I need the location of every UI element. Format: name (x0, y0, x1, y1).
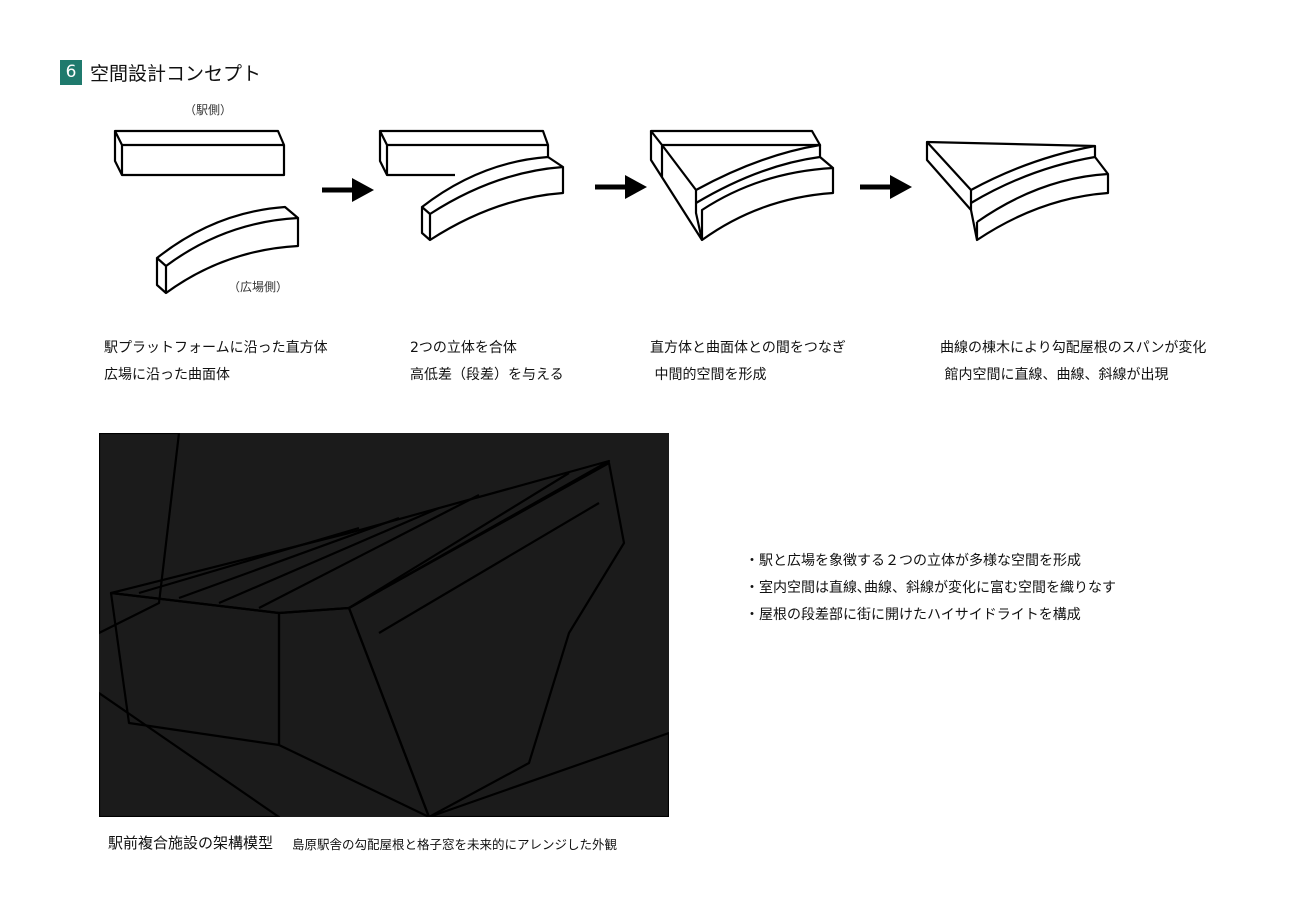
section-number-badge: 6 (60, 60, 82, 85)
label-station-side: （駅側） (184, 103, 233, 117)
caption-step-3: 直方体と曲面体との間をつなぎ 中間的空間を形成 (650, 335, 846, 389)
caption-line: 広場に沿った曲面体 (104, 367, 230, 383)
arrow-icon (860, 175, 912, 199)
caption-line: 2つの立体を合体 (410, 340, 517, 356)
point-item: ・屋根の段差部に街に開けたハイサイドライトを構成 (745, 607, 1081, 623)
caption-line: 高低差（段差）を与える (410, 367, 564, 383)
caption-line: 中間的空間を形成 (650, 367, 767, 383)
label-plaza-side: （広場側） (228, 280, 289, 294)
caption-line: 館内空間に直線、曲線、斜線が出現 (940, 367, 1169, 383)
point-item: ・室内空間は直線､曲線、斜線が変化に富む空間を織りなす (745, 580, 1116, 596)
caption-line: 直方体と曲面体との間をつなぎ (650, 340, 846, 356)
caption-step-1: 駅プラットフォームに沿った直方体広場に沿った曲面体 (104, 335, 328, 389)
diagram-step-3 (649, 129, 835, 242)
page-title: 空間設計コンセプト (90, 63, 262, 85)
concept-diagrams (113, 129, 1110, 295)
concept-points: ・駅と広場を象徴する２つの立体が多様な空間を形成 ・室内空間は直線､曲線、斜線が… (745, 548, 1116, 629)
photo-caption-description: 島原駅舎の勾配屋根と格子窓を未来的にアレンジした外観 (292, 837, 618, 852)
photo-caption-title: 駅前複合施設の架構模型 (108, 834, 274, 852)
model-photo (99, 433, 669, 817)
diagram-step-2 (378, 129, 565, 242)
diagram-step-1 (113, 129, 300, 295)
point-item: ・駅と広場を象徴する２つの立体が多様な空間を形成 (745, 553, 1081, 569)
caption-step-2: 2つの立体を合体高低差（段差）を与える (410, 335, 564, 389)
caption-line: 曲線の棟木により勾配屋根のスパンが変化 (940, 340, 1207, 356)
arrow-icon (322, 178, 374, 202)
caption-step-4: 曲線の棟木により勾配屋根のスパンが変化 館内空間に直線、曲線、斜線が出現 (940, 335, 1206, 389)
caption-line: 駅プラットフォームに沿った直方体 (104, 340, 328, 356)
diagram-step-4 (925, 140, 1110, 242)
arrow-icon (595, 175, 647, 199)
